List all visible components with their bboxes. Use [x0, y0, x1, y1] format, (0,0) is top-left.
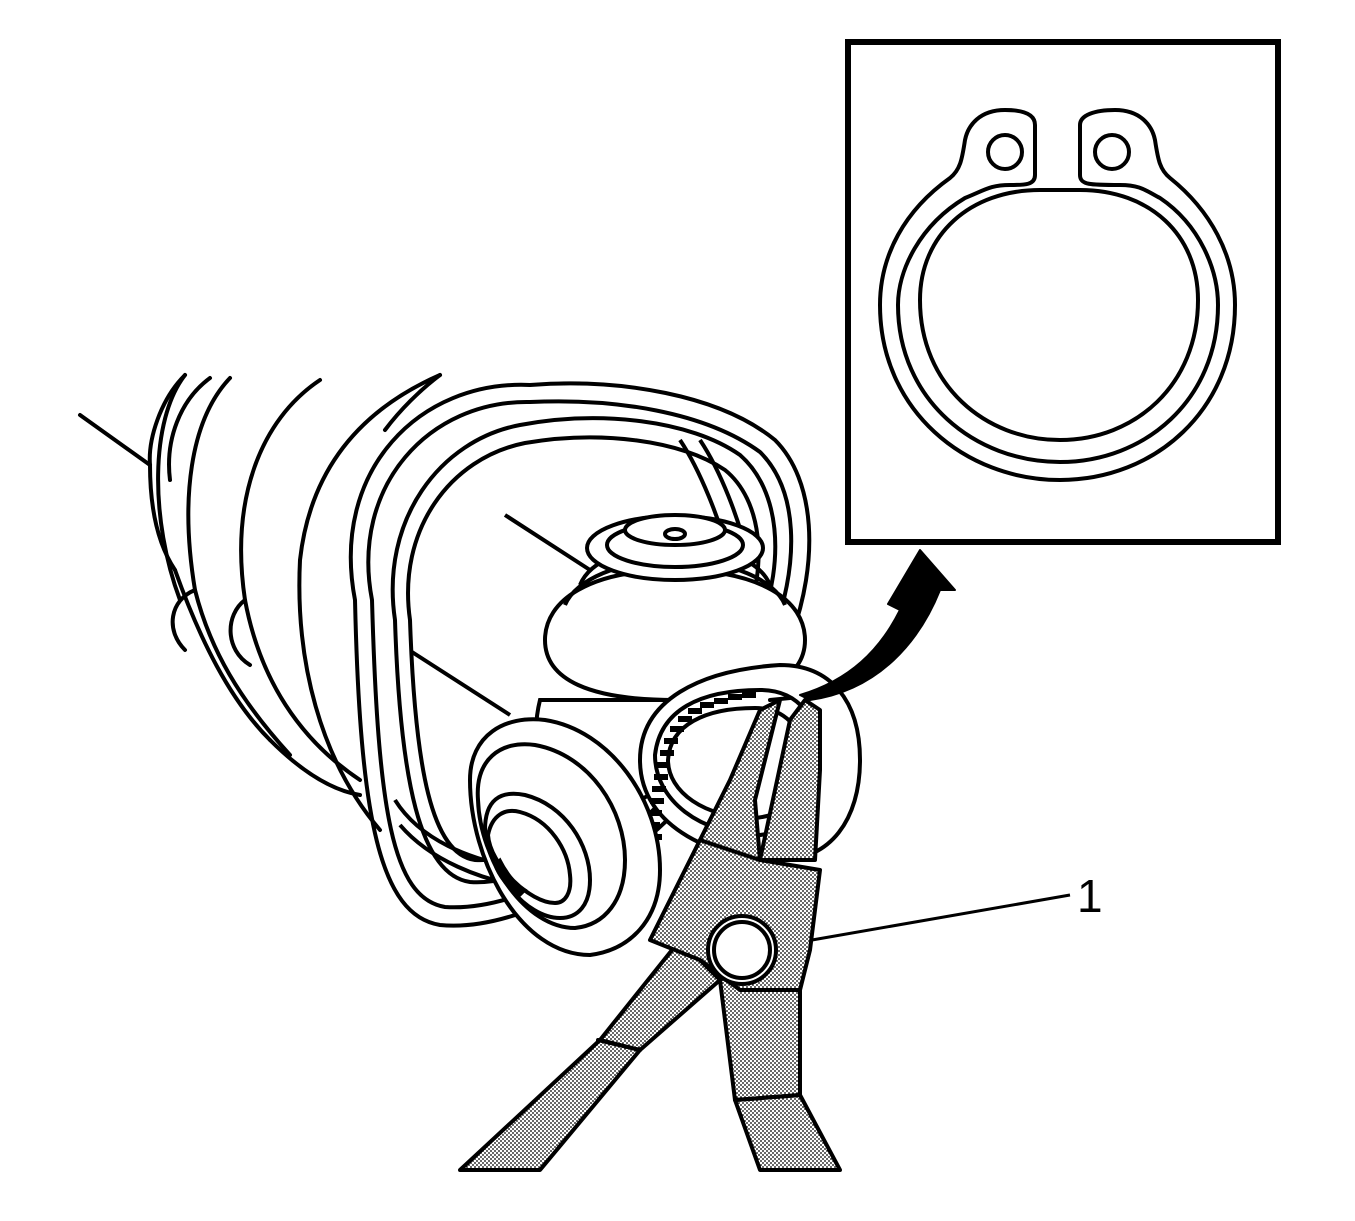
axle-boot	[78, 373, 442, 832]
top-roller	[542, 513, 808, 703]
callout-1: 1	[811, 870, 1103, 942]
curved-arrow-icon	[799, 549, 956, 701]
left-roller-hub	[493, 857, 528, 897]
snap-ring-icon	[878, 108, 1237, 482]
tripod-arms	[410, 513, 592, 717]
inset-box	[845, 39, 1281, 545]
callout-label: 1	[1077, 870, 1103, 922]
pliers-icon	[458, 696, 842, 1172]
callout-leader-line	[811, 893, 1071, 942]
